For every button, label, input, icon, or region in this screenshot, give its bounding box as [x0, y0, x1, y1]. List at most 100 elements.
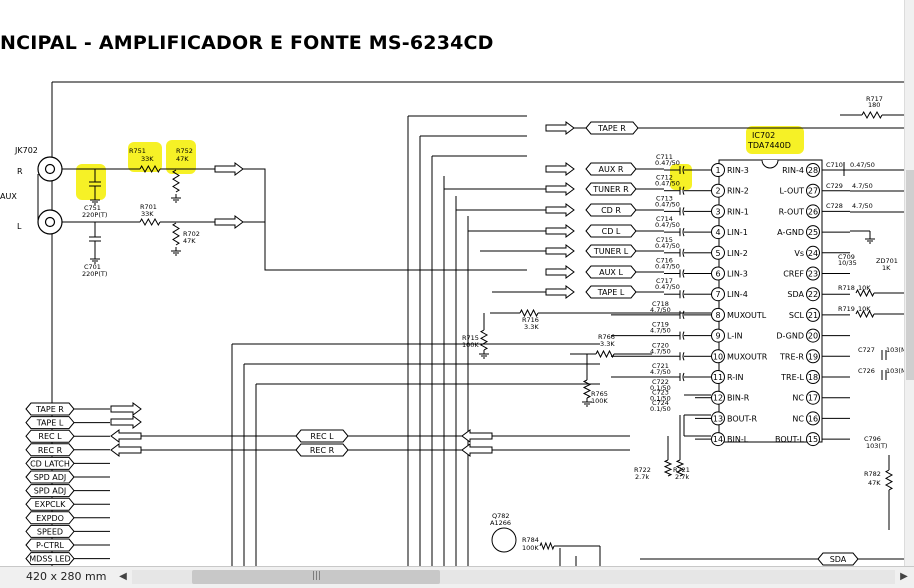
tape-l-arrow-icon — [110, 415, 142, 429]
resistor — [663, 459, 673, 477]
connector-label — [25, 538, 75, 552]
schematic-title: NCIPAL - AMPLIFICADOR E FONTE MS-6234CD — [0, 32, 494, 54]
pin-circle-icon — [711, 328, 725, 343]
pin-name: BOUT-L — [775, 435, 805, 444]
vertical-scrollbar[interactable] — [904, 0, 914, 566]
part-ref: R716 — [522, 316, 539, 324]
pin-number: 25 — [808, 228, 818, 237]
resistor — [582, 379, 592, 399]
ic-part-number: TDA7440D — [747, 141, 791, 150]
resistor — [855, 309, 875, 319]
part-value: 47K — [868, 479, 881, 487]
pin-circle-icon — [806, 432, 820, 447]
signal-tag — [585, 265, 637, 279]
signal-tag-label: CD LATCH — [30, 459, 70, 468]
pin-circle-icon — [711, 432, 725, 447]
part-ref: R765 — [591, 390, 608, 398]
part-ref: C726 — [858, 367, 875, 375]
pin-circle-icon — [711, 411, 725, 426]
signal-tag — [585, 244, 637, 258]
horizontal-scroll-thumb[interactable]: ||| — [192, 570, 440, 584]
part-value: 33K — [141, 155, 154, 163]
capacitor-icon — [682, 372, 685, 382]
jack-l-label: L — [17, 222, 22, 231]
pin-circle-icon — [806, 307, 820, 322]
schematic-canvas[interactable]: NCIPAL - AMPLIFICADOR E FONTE MS-6234CD … — [0, 0, 914, 566]
part-value: 2.7k — [675, 473, 689, 481]
aux-l-arrow-icon — [214, 215, 244, 229]
scroll-right-icon[interactable]: ▶ — [900, 571, 908, 582]
scroll-left-icon[interactable]: ◀ — [119, 571, 127, 582]
vertical-scroll-thumb[interactable] — [906, 170, 914, 380]
pin-circle-icon — [711, 245, 725, 260]
cap-ref: C714 — [656, 215, 673, 223]
pin-name: MUXOUTL — [727, 311, 767, 320]
pin-number: 1 — [715, 166, 720, 175]
capacitor-icon — [682, 227, 685, 237]
part-ref: R715 — [462, 334, 479, 342]
part-value: A1266 — [490, 519, 511, 527]
cap-value: 4.7/50 — [650, 306, 671, 314]
schematic-drawing: JK702RAUXLR75133KR75247KC751220P(T)R7013… — [0, 81, 914, 566]
cap-ref: C723 — [652, 389, 669, 397]
capacitor-icon — [682, 186, 685, 195]
transistor-icon — [491, 527, 517, 553]
part-ref: R717 — [866, 95, 883, 103]
pin-number: 5 — [715, 249, 720, 258]
part-value: 10K — [858, 284, 871, 292]
connector-label — [25, 456, 75, 470]
part-ref: R784 — [522, 536, 539, 544]
pin-number: 10 — [713, 352, 723, 361]
part-ref: R701 — [140, 203, 157, 211]
connector-label — [25, 552, 75, 566]
cap-ref: C717 — [656, 277, 673, 285]
pin-name: R-OUT — [779, 207, 804, 216]
pin-number: 4 — [715, 228, 720, 237]
jack-aux-label: AUX — [0, 192, 17, 201]
jack-center-icon — [44, 163, 56, 175]
pin-circle-icon — [806, 390, 820, 405]
resistor — [855, 288, 875, 298]
signal-tag — [585, 162, 637, 176]
part-value: 2.7k — [635, 473, 649, 481]
signal-tag-label: TAPE L — [36, 419, 64, 428]
capacitor-icon — [682, 331, 685, 340]
part-value: 180 — [868, 101, 880, 109]
rec-r-arrow-icon — [110, 443, 142, 457]
part-ref: R719 — [838, 305, 855, 313]
pin-name: BIN-R — [727, 394, 750, 403]
cap-value: 4.7/50 — [650, 327, 671, 335]
grip-icon: ||| — [312, 571, 322, 581]
part-value: 100K — [522, 544, 539, 552]
signal-arrow-icon — [545, 182, 575, 196]
capacitor-icon — [682, 289, 685, 299]
part-ref: R766 — [598, 333, 615, 341]
part-ref: R752 — [176, 147, 193, 155]
ic-body — [718, 159, 823, 443]
pin-circle-icon — [806, 204, 820, 219]
part-value: 3.3K — [524, 323, 539, 331]
signal-tag-label: TUNER L — [593, 247, 629, 256]
cap-ref: C715 — [656, 236, 673, 244]
signal-arrow-icon — [545, 162, 575, 176]
signal-tag-label: TAPE R — [35, 405, 64, 414]
pin-name: R-IN — [727, 373, 743, 382]
highlight-mark — [128, 142, 162, 172]
resistor — [884, 469, 894, 491]
pin-number: 27 — [808, 187, 818, 196]
cap-ref: C713 — [656, 194, 673, 202]
signal-tag-label: EXPDO — [36, 514, 64, 523]
connector-label — [25, 470, 75, 484]
part-ref: C728 — [826, 202, 843, 210]
pin-number: 15 — [808, 435, 818, 444]
connector-label — [25, 524, 75, 538]
resistor — [519, 308, 539, 318]
rec-l-arrow-icon — [110, 429, 142, 443]
cap-ref: C712 — [656, 174, 673, 182]
pin-number: 20 — [808, 332, 818, 341]
connector-label — [25, 443, 75, 457]
pin-number: 3 — [715, 207, 720, 216]
pin-circle-icon — [806, 163, 820, 177]
pin-number: 17 — [808, 394, 818, 403]
signal-tag-label: EXPCLK — [35, 500, 66, 509]
